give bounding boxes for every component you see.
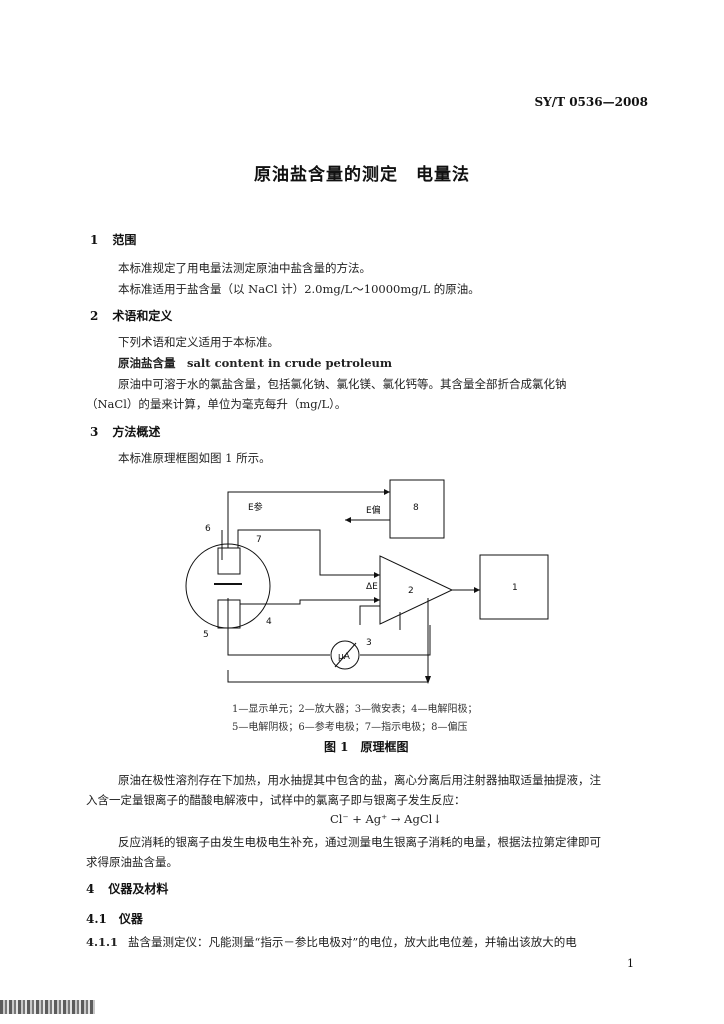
subsection-4-1-1: 4.1.1 盐含量测定仪：凡能测量“指示－参比电极对”的电位，放大此电位差，并输出…	[86, 934, 577, 950]
amplifier-triangle	[379, 555, 454, 625]
paragraph: 反应消耗的银离子由发生电极电生补充，通过测量电生银离子消耗的电量，根据法拉第定律…	[118, 835, 601, 849]
subsection-number: 4.1.1	[86, 935, 119, 949]
section-1-heading: 1 范围	[90, 231, 136, 248]
label-3: 3	[366, 638, 372, 648]
paragraph: 下列术语和定义适用于本标准。	[118, 335, 279, 349]
section-number: 4	[86, 882, 95, 896]
label-e-bias: E偏	[366, 504, 381, 516]
paragraph: 本标准规定了用电量法测定原油中盐含量的方法。	[118, 261, 371, 275]
indicator-electrode	[217, 547, 241, 575]
figure-title: 图 1 原理框图	[324, 740, 409, 754]
subsection-number: 4.1	[86, 912, 107, 926]
paragraph: （NaCl）的量来计算，单位为毫克每升（mg/L）。	[86, 397, 347, 411]
standard-number: SY/T 0536—2008	[534, 95, 648, 109]
reaction-equation: Cl⁻ + Ag⁺ → AgCl↓	[330, 812, 442, 826]
label-1: 1	[512, 583, 518, 593]
label-e-ref: E参	[248, 501, 263, 513]
section-number: 3	[90, 425, 99, 439]
paragraph: 本标准适用于盐含量（以 NaCl 计）2.0mg/L～10000mg/L 的原油…	[118, 282, 480, 296]
label-4: 4	[266, 617, 272, 627]
figure-caption-line: 1—显示单元；2—放大器；3—微安表；4—电解阳极；	[232, 704, 478, 715]
paragraph: 本标准原理框图如图 1 所示。	[118, 451, 271, 465]
label-2: 2	[408, 586, 414, 596]
section-3-heading: 3 方法概述	[90, 423, 160, 440]
meter-needle	[334, 642, 357, 668]
section-number: 1	[90, 233, 99, 247]
scan-artifact	[0, 1000, 95, 1014]
label-delta-e: ΔE	[366, 582, 378, 592]
label-5: 5	[203, 630, 209, 640]
label-8: 8	[413, 503, 419, 513]
subsection-4-1-heading: 4.1 仪器	[86, 910, 143, 927]
subsection-title: 仪器	[118, 912, 143, 926]
paragraph: 原油中可溶于水的氯盐含量，包括氯化钠、氯化镁、氯化钙等。其含量全部折合成氯化钠	[118, 377, 567, 391]
term-definition: 原油盐含量 salt content in crude petroleum	[118, 356, 393, 370]
bias-block	[389, 479, 445, 539]
paragraph: 盐含量测定仪：凡能测量“指示－参比电极对”的电位，放大此电位差，并输出该放大的电	[128, 935, 577, 949]
label-microammeter: μA	[338, 652, 351, 662]
display-unit-block	[479, 554, 549, 620]
page-number: 1	[627, 957, 634, 970]
section-title: 术语和定义	[112, 309, 173, 323]
microammeter	[330, 640, 360, 670]
section-number: 2	[90, 309, 99, 323]
section-title: 方法概述	[112, 425, 161, 439]
section-title: 仪器及材料	[108, 882, 169, 896]
figure-caption-line: 5—电解阴极；6—参考电极；7—指示电极；8—偏压	[232, 722, 468, 733]
paragraph: 入含一定量银离子的醋酸电解液中，试样中的氯离子即与银离子发生反应：	[86, 793, 466, 807]
paragraph: 原油在极性溶剂存在下加热，用水抽提其中包含的盐，离心分离后用注射器抽取适量抽提液…	[118, 773, 601, 787]
label-7: 7	[256, 535, 262, 545]
paragraph: 求得原油盐含量。	[86, 855, 178, 869]
anode-electrode	[217, 599, 241, 629]
label-6: 6	[205, 524, 211, 534]
document-title: 原油盐含量的测定 电量法	[254, 165, 470, 185]
section-2-heading: 2 术语和定义	[90, 307, 172, 324]
section-title: 范围	[112, 233, 137, 247]
section-4-heading: 4 仪器及材料	[86, 880, 168, 897]
